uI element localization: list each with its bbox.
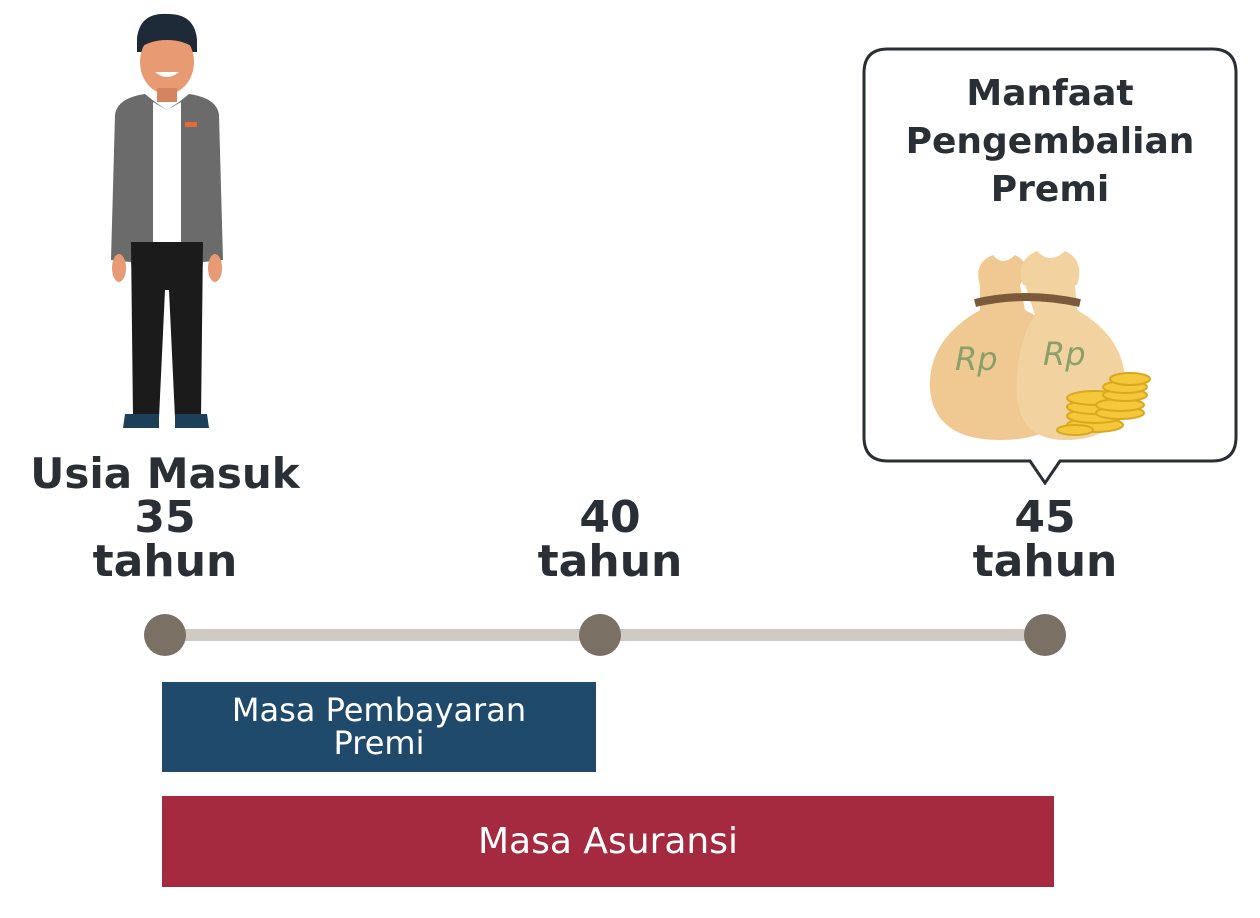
callout-title: Manfaat Pengembalian Premi — [865, 70, 1235, 214]
timeline — [144, 614, 1066, 656]
age-unit: tahun — [537, 536, 683, 587]
timeline-dot-35 — [144, 614, 186, 656]
timeline-dot-40 — [579, 614, 621, 656]
callout-title-line2: Pengembalian — [905, 121, 1195, 162]
age-value: 45 — [1014, 492, 1076, 543]
callout-title-line3: Premi — [990, 169, 1110, 210]
payment-bar-label-line1: Masa Pembayaran — [231, 691, 527, 729]
callout-title-line1: Manfaat — [966, 73, 1134, 114]
person-icon — [111, 13, 223, 428]
age-value: 35 — [134, 492, 196, 543]
insurance-period-bar: Masa Asuransi — [162, 796, 1054, 887]
age-label-35: Usia Masuk 35 tahun — [30, 452, 300, 584]
age-label-45: 45 tahun — [955, 496, 1135, 584]
premium-payment-period-bar: Masa Pembayaran Premi — [162, 682, 596, 772]
payment-bar-label-line2: Premi — [333, 724, 425, 762]
currency-label-left: Rp — [955, 340, 998, 378]
age-unit: tahun — [972, 536, 1118, 587]
age-label-40: 40 tahun — [520, 496, 700, 584]
currency-label-right: Rp — [1043, 335, 1086, 373]
timeline-dot-45 — [1024, 614, 1066, 656]
age-value: 40 — [579, 492, 641, 543]
insurance-bar-label: Masa Asuransi — [477, 821, 738, 862]
age-unit: tahun — [92, 536, 238, 587]
money-bag-icon: Rp Rp — [929, 251, 1151, 440]
age-prefix: Usia Masuk — [30, 449, 300, 498]
